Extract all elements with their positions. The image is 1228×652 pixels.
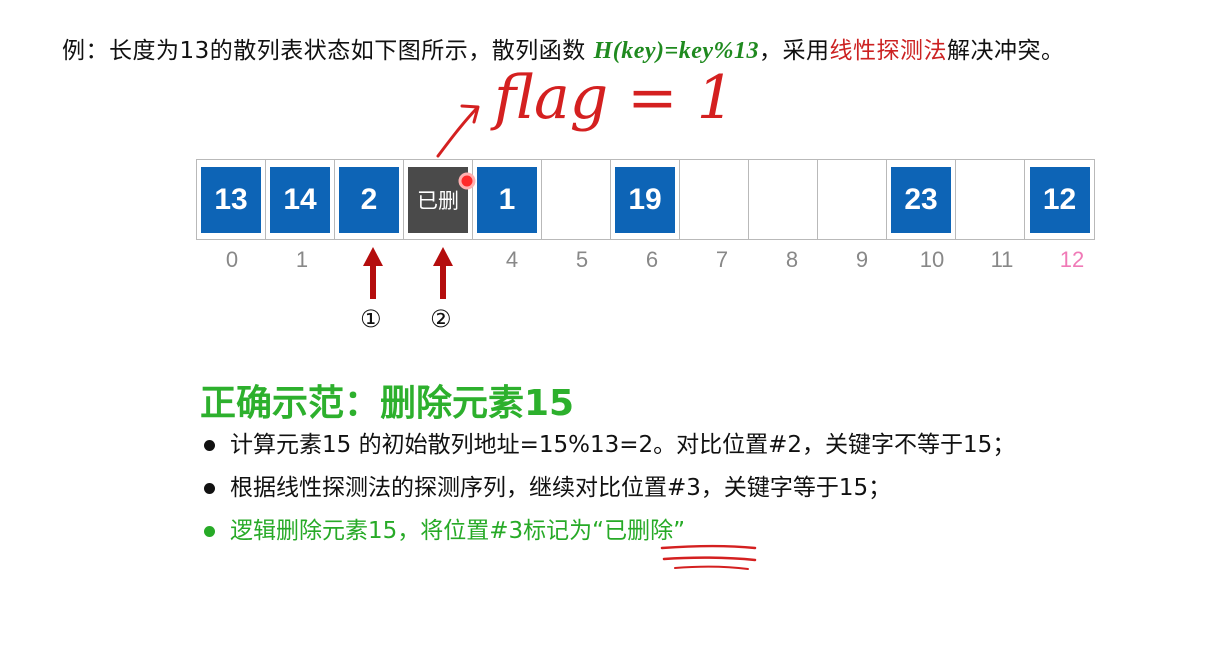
index-label: 6 bbox=[645, 247, 659, 272]
index-label: 1 bbox=[295, 247, 309, 272]
statement-middle: ，采用 bbox=[759, 38, 830, 64]
step-marker-2: ② bbox=[430, 305, 452, 333]
key-box: 13 bbox=[201, 166, 261, 233]
key-box: 12 bbox=[1029, 166, 1090, 233]
bullet-list: 计算元素15 的初始散列地址=15%13=2。对比位置#2，关键字不等于15； … bbox=[202, 425, 1015, 554]
table-cell: 2 bbox=[335, 160, 404, 239]
index-label: 0 bbox=[225, 247, 239, 272]
empty-cell bbox=[542, 160, 611, 239]
key-box: 2 bbox=[339, 166, 399, 233]
index-label-highlight: 12 bbox=[1059, 247, 1085, 272]
key-box: 19 bbox=[615, 166, 675, 233]
index-label: 4 bbox=[505, 247, 519, 272]
table-cell: 14 bbox=[266, 160, 335, 239]
statement-suffix: 解决冲突。 bbox=[947, 38, 1065, 64]
deleted-box: 已删 bbox=[408, 166, 468, 233]
table-cell: 已删 bbox=[404, 160, 473, 239]
index-label: 7 bbox=[715, 247, 729, 272]
step-marker-1: ① bbox=[360, 305, 382, 333]
empty-cell bbox=[818, 160, 887, 239]
key-box: 23 bbox=[891, 166, 951, 233]
index-label: 8 bbox=[785, 247, 799, 272]
key-box: 1 bbox=[477, 166, 537, 233]
probing-method: 线性探测法 bbox=[829, 38, 948, 64]
list-item: 根据线性探测法的探测序列，继续对比位置#3，关键字等于15； bbox=[202, 468, 1015, 511]
index-label: 11 bbox=[990, 247, 1014, 272]
problem-statement: 例：长度为13的散列表状态如下图所示，散列函数 H(key)=key%13，采用… bbox=[62, 31, 1222, 65]
table-cell: 1 bbox=[473, 160, 542, 239]
table-cell: 23 bbox=[887, 160, 956, 239]
index-label: 5 bbox=[575, 247, 589, 272]
empty-cell bbox=[956, 160, 1025, 239]
table-cell: 13 bbox=[197, 160, 266, 239]
index-row: 0 1 2 3 4 5 6 7 8 9 10 11 12 bbox=[197, 247, 1107, 273]
list-item-highlight: 逻辑删除元素15，将位置#3标记为“已删除” bbox=[202, 511, 1015, 554]
index-label: 9 bbox=[855, 247, 869, 272]
empty-cell bbox=[680, 160, 749, 239]
probe-arrow-2 bbox=[433, 247, 453, 299]
index-label: 10 bbox=[919, 247, 945, 272]
handwritten-flag-note: flag = 1 bbox=[490, 63, 735, 133]
table-cell: 19 bbox=[611, 160, 680, 239]
list-item: 计算元素15 的初始散列地址=15%13=2。对比位置#2，关键字不等于15； bbox=[202, 425, 1015, 468]
table-cell: 12 bbox=[1025, 160, 1094, 239]
handwritten-arrow bbox=[436, 106, 479, 158]
hash-function-formula: H(key)=key%13 bbox=[593, 38, 760, 64]
section-title: 正确示范：删除元素15 bbox=[200, 383, 575, 424]
key-box: 14 bbox=[270, 166, 330, 233]
empty-cell bbox=[749, 160, 818, 239]
probe-arrow-1 bbox=[363, 247, 383, 299]
hash-table: 13 14 2 已删 1 19 23 12 bbox=[196, 159, 1095, 240]
statement-prefix: 例：长度为13的散列表状态如下图所示，散列函数 bbox=[62, 38, 594, 64]
